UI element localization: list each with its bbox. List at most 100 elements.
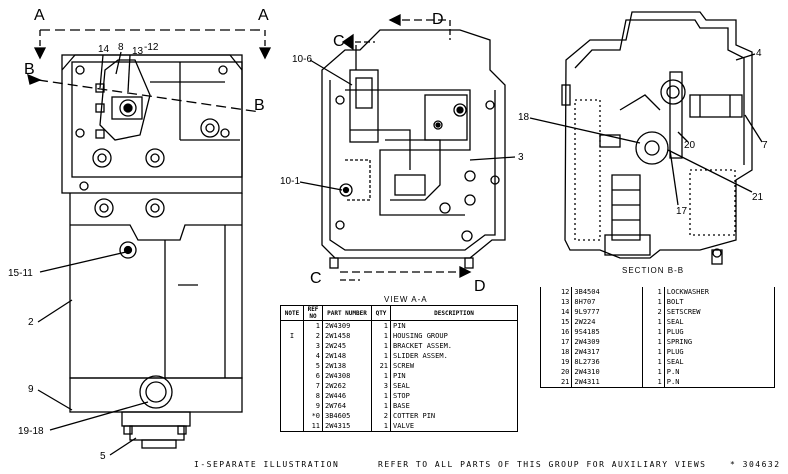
view-aa-caption: VIEW A-A (384, 295, 428, 304)
row-ref: 15 (539, 317, 573, 327)
footer-note: I-SEPARATE ILLUSTRATION (194, 460, 340, 469)
section-c-bottom-letter: C (310, 270, 322, 287)
callout-10-6: 10-6 (292, 54, 312, 65)
row-ref: 5 (303, 361, 323, 371)
callout-3: 3 (518, 152, 524, 163)
row-ref: 17 (539, 337, 573, 347)
housing-side-view (27, 29, 272, 456)
table-header-row: NOTE REF NO PART NUMBER QTY DESCRIPTION (280, 305, 518, 321)
row-note (280, 371, 304, 381)
row-ref: 14 (539, 307, 573, 317)
row-ref: 20 (539, 367, 573, 377)
callout-17: 17 (676, 206, 688, 217)
callout-19-18: 19-18 (18, 426, 44, 437)
header-desc: DESCRIPTION (390, 305, 518, 321)
row-note (280, 320, 304, 331)
row-desc: VALVE (390, 421, 518, 432)
row-desc: LOCKWASHER (663, 287, 776, 297)
row-note: I (280, 331, 304, 341)
row-part: 2W4315 (322, 421, 372, 432)
row-qty: 1 (642, 317, 665, 327)
row-part: 2W138 (322, 361, 372, 371)
row-note (280, 411, 304, 421)
row-part: 2W4308 (322, 371, 372, 381)
row-qty: 1 (371, 371, 391, 381)
header-note: NOTE (280, 305, 304, 321)
row-part: 8L2736 (571, 357, 644, 367)
row-part: 2W4309 (571, 337, 644, 347)
row-part: 9L9777 (571, 307, 644, 317)
header-part: PART NUMBER (322, 305, 372, 321)
row-ref: 13 (539, 297, 573, 307)
row-note (280, 361, 304, 371)
drawing-number: * 304632 (730, 460, 781, 469)
row-desc: PLUG (663, 327, 776, 337)
row-note (280, 341, 304, 351)
row-part: 2W224 (571, 317, 644, 327)
view-aa (299, 13, 516, 281)
row-ref: 1 (303, 320, 323, 331)
row-desc: PLUG (663, 347, 776, 357)
section-a-right-letter: A (258, 7, 269, 24)
row-ref: 12 (539, 287, 573, 297)
row-part: 2W4311 (571, 377, 644, 388)
row-part: 2W4310 (571, 367, 644, 377)
row-part: 8H707 (571, 297, 644, 307)
row-ref: 7 (303, 381, 323, 391)
row-part: 2W764 (322, 401, 372, 411)
row-qty: 1 (371, 351, 391, 361)
callout-21: 21 (752, 192, 764, 203)
row-part: 3B4605 (322, 411, 372, 421)
row-desc: PIN (390, 320, 518, 331)
callout-5: 5 (100, 451, 106, 462)
row-ref: 18 (539, 347, 573, 357)
row-part: 9S4185 (571, 327, 644, 337)
row-qty: 1 (642, 377, 665, 388)
row-qty: 1 (642, 357, 665, 367)
row-qty: 1 (642, 347, 665, 357)
footer-refer: REFER TO ALL PARTS OF THIS GROUP FOR AUX… (378, 460, 707, 469)
callout-4: 4 (756, 48, 762, 59)
row-desc: COTTER PIN (390, 411, 518, 421)
row-qty: 1 (371, 401, 391, 411)
callout-12: -12 (144, 42, 159, 53)
callout-15-11: 15-11 (8, 268, 33, 279)
row-qty: 1 (642, 337, 665, 347)
row-part: 2W4317 (571, 347, 644, 357)
row-qty: 1 (371, 331, 391, 341)
row-desc: SEAL (663, 357, 776, 367)
section-c-top-letter: C (333, 33, 345, 50)
callout-13: 13 (132, 46, 144, 57)
row-part: 2W262 (322, 381, 372, 391)
row-qty: 2 (642, 307, 665, 317)
row-note (280, 391, 304, 401)
row-note (280, 351, 304, 361)
callout-10-1: 10-1 (280, 176, 300, 187)
row-desc: SLIDER ASSEM. (390, 351, 518, 361)
row-part: 2W148 (322, 351, 372, 361)
row-desc: P.N (663, 377, 776, 388)
row-ref: 4 (303, 351, 323, 361)
callout-14: 14 (98, 44, 110, 55)
section-bb-caption: SECTION B-B (622, 266, 684, 275)
callout-2: 2 (28, 317, 34, 328)
row-ref: 16 (539, 327, 573, 337)
section-d-top-letter: D (432, 11, 444, 28)
row-desc: BASE (390, 401, 518, 411)
parts-table-left: NOTE REF NO PART NUMBER QTY DESCRIPTION … (280, 305, 518, 432)
section-bb (529, 11, 763, 265)
row-qty: 1 (642, 327, 665, 337)
